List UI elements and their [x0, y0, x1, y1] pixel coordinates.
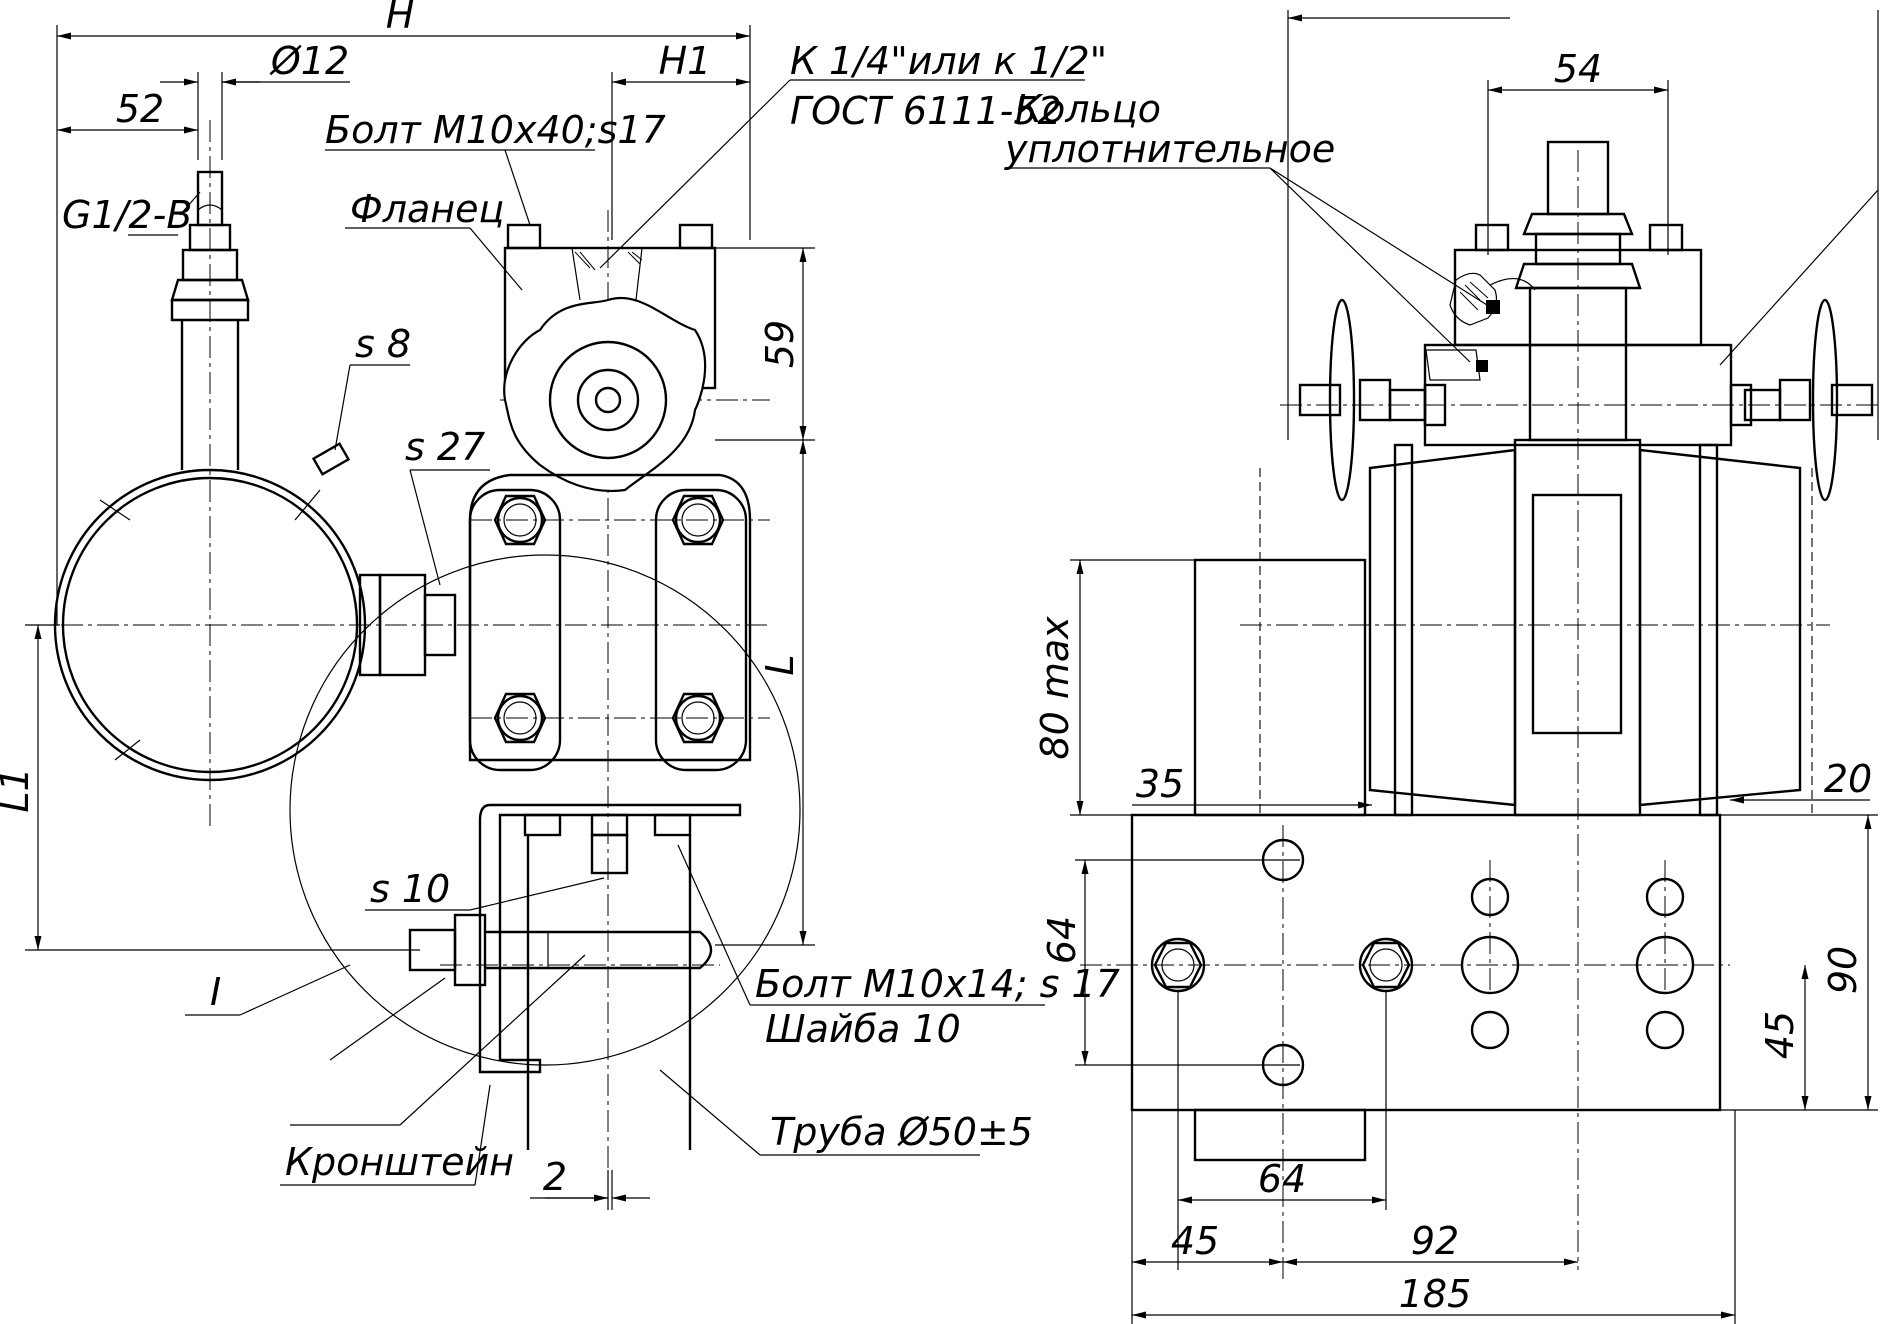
dim-L1-label: L1	[0, 767, 37, 812]
label-pipe: Труба Ø50±5	[770, 1110, 1033, 1154]
dim-L-label: L	[758, 654, 802, 675]
label-ring-line1: Кольцо	[1015, 87, 1161, 131]
label-k14-line1: К 1/4"или к 1/2"	[790, 39, 1107, 83]
label-ring-line2: уплотнительное	[1004, 127, 1335, 171]
dim-59-label: 59	[758, 320, 802, 368]
label-s27: s 27	[405, 425, 485, 469]
dim-L1: L1	[0, 625, 42, 950]
right-center-lines	[1080, 150, 1880, 1280]
right-view: 54	[1004, 10, 1880, 1324]
label-section-I: I	[210, 970, 221, 1014]
right-dims: 80 max 35 20 64 90 45 64	[1033, 559, 1878, 1324]
mounting-plate	[468, 473, 752, 772]
left-leaders	[128, 79, 1085, 1186]
dim-L: L	[758, 440, 807, 945]
dim-52: 52	[57, 87, 198, 134]
sealing-ring	[1425, 272, 1536, 381]
dim-H1-label: H1	[659, 39, 712, 83]
base-plate	[1130, 813, 1722, 1162]
side-knob-left	[1298, 298, 1447, 502]
label-bracket: Кронштейн	[285, 1140, 514, 1184]
left-view: H H1 Ø12 52 59 L L	[0, 0, 1120, 1210]
dim-d12: Ø12	[160, 39, 350, 86]
section-I-circle	[289, 554, 801, 1066]
dim-45h-label: 45	[1171, 1219, 1219, 1263]
label-flange: Фланец	[350, 187, 504, 231]
dim-185-label: 185	[1399, 1272, 1472, 1316]
dim-64v-label: 64	[1040, 916, 1084, 964]
bolt-head-tr	[671, 494, 725, 546]
bolt-head-br	[671, 692, 725, 744]
s8-nut	[311, 442, 351, 476]
dim-45v-label: 45	[1758, 1011, 1802, 1059]
bolt-head-tl	[493, 494, 547, 546]
right-top-dims: 54	[1287, 10, 1879, 440]
bolt-head-bl	[493, 692, 547, 744]
u-bolt	[408, 913, 713, 987]
bracket	[478, 803, 742, 1150]
label-bolt-m10x40: Болт М10х40;s17	[325, 108, 666, 152]
dim-35-label: 35	[1136, 762, 1184, 806]
dim-80max-label: 80 max	[1033, 616, 1077, 760]
sensor-neck	[170, 170, 250, 470]
label-washer: Шайба 10	[765, 1007, 961, 1051]
dim-52-label: 52	[116, 87, 164, 131]
dim-d12-label: Ø12	[269, 39, 349, 83]
dim-H1: H1	[612, 39, 750, 86]
dim-64h-label: 64	[1258, 1157, 1306, 1201]
label-k14-line2: ГОСТ 6111-52	[790, 89, 1062, 133]
label-g12: G1/2-B	[62, 193, 192, 237]
dim-54-label: 54	[1554, 47, 1602, 91]
dim-2-label: 2	[543, 1155, 567, 1199]
star-knob	[503, 297, 707, 493]
dim-H-label: H	[386, 0, 415, 37]
dim-90-label: 90	[1821, 946, 1865, 994]
sensor-housing	[53, 468, 457, 782]
dim-H: H	[57, 0, 750, 40]
label-bolt-m10x14: Болт М10х14; s 17	[755, 962, 1120, 1006]
dim-2: 2	[530, 1155, 650, 1202]
left-extension-lines	[25, 25, 815, 1210]
label-s10: s 10	[370, 867, 450, 911]
side-knob-right	[1729, 298, 1874, 502]
dim-59: 59	[758, 248, 807, 440]
dim-92-label: 92	[1411, 1219, 1459, 1263]
right-leaders	[1005, 167, 1879, 366]
label-s8: s 8	[355, 322, 411, 366]
main-body	[1193, 438, 1813, 817]
dim-20-label: 20	[1824, 757, 1872, 801]
